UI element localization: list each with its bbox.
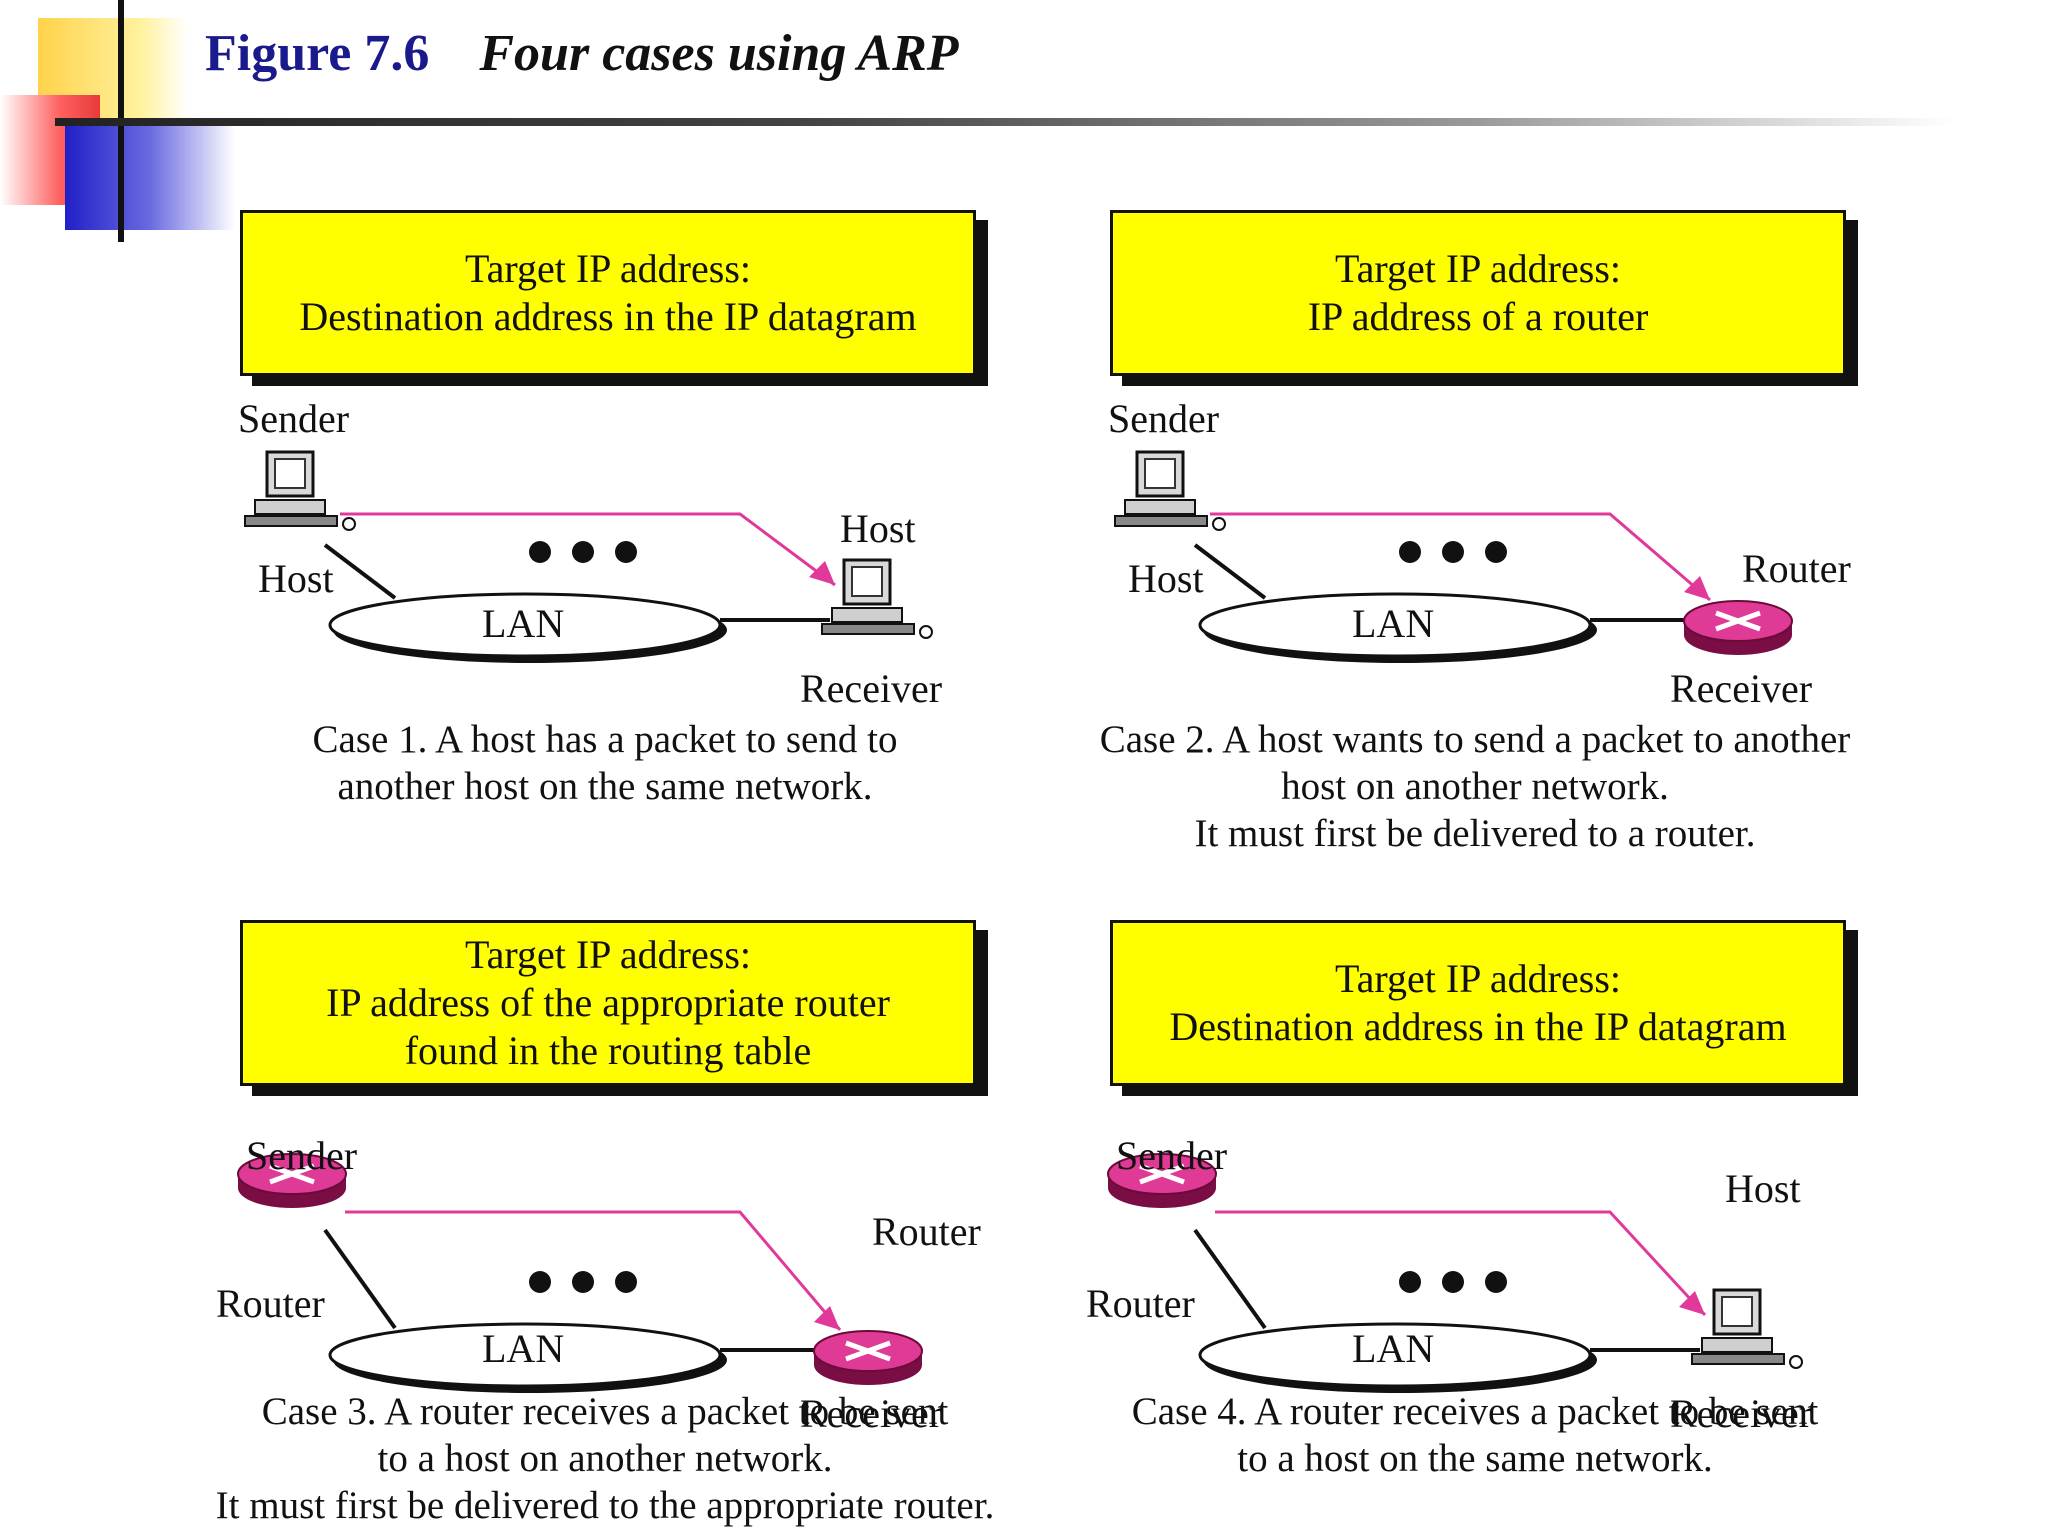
arp-path-arrow [1215, 1210, 1707, 1317]
lan-ellipse [1198, 592, 1592, 658]
ellipsis-dot [1442, 1271, 1464, 1293]
target-ip-line: Target IP address: [1334, 956, 1621, 1001]
ellipsis-dot [615, 1271, 637, 1293]
target-ip-box: Target IP address:IP address of a router [1110, 210, 1846, 376]
lan-label: LAN [1352, 601, 1435, 646]
sender-role-label: Router [216, 1281, 325, 1326]
case-caption: Case 4. A router receives a packet to be… [1065, 1388, 1885, 1482]
target-ip-line: IP address of a router [1307, 294, 1649, 339]
router-icon [813, 1330, 923, 1385]
receiver-top-label: Host [840, 506, 916, 551]
ellipsis-dot [1485, 1271, 1507, 1293]
sender-label: Sender [246, 1133, 358, 1178]
case-panel-3: Target IP address:IP address of the appr… [0, 720, 1000, 1527]
target-ip-line: Destination address in the IP datagram [299, 294, 917, 339]
figure-caption: Four cases using ARP [479, 25, 959, 82]
target-ip-line: IP address of the appropriate router [326, 980, 890, 1025]
target-ip-line: Destination address in the IP datagram [1169, 1004, 1787, 1049]
case-caption: Case 3. A router receives a packet to be… [165, 1388, 1045, 1529]
router-icon [1683, 600, 1793, 655]
caption-line: Case 2. A host wants to send a packet to… [1099, 718, 1851, 761]
lan-label: LAN [1352, 1326, 1435, 1371]
sender-label: Sender [1116, 1133, 1228, 1178]
caption-line: It must first be delivered to a router. [1194, 812, 1756, 855]
computer-icon [1691, 1288, 1803, 1369]
target-ip-line: found in the routing table [404, 1028, 812, 1073]
receiver-top-label: Router [1742, 546, 1851, 591]
arp-path-arrow [1210, 512, 1711, 602]
ellipsis-dot [1442, 541, 1464, 563]
computer-icon [821, 558, 933, 639]
router-icon [1107, 1153, 1217, 1208]
ellipsis-dot [572, 1271, 594, 1293]
caption-line: Case 3. A router receives a packet to be… [261, 1390, 949, 1433]
lan-ellipse [328, 1322, 722, 1388]
figure-number: Figure 7.6 [205, 25, 430, 82]
caption-line: host on another network. [1281, 765, 1669, 808]
ellipsis-dot [572, 541, 594, 563]
caption-line: Case 1. A host has a packet to send to [312, 718, 898, 761]
target-ip-box: Target IP address:Destination address in… [240, 210, 976, 376]
network-diagram [1114, 450, 1793, 663]
case-caption: Case 2. A host wants to send a packet to… [1065, 716, 1885, 857]
case-panel-1: Target IP address:Destination address in… [0, 0, 1000, 808]
lan-label: LAN [482, 1326, 565, 1371]
ellipsis-dot [1399, 541, 1421, 563]
network-diagram [237, 1153, 923, 1393]
arp-path-arrow [340, 512, 836, 587]
ellipsis-dot [1399, 1271, 1421, 1293]
target-ip-box: Target IP address:IP address of the appr… [240, 920, 976, 1086]
receiver-label: Receiver [1670, 1391, 1813, 1436]
case-panel-2: Target IP address:IP address of a router… [870, 0, 1870, 855]
target-ip-line: Target IP address: [1334, 246, 1621, 291]
arrow-head [1684, 576, 1710, 600]
router-icon [237, 1153, 347, 1208]
network-diagram [1107, 1153, 1803, 1393]
sender-link [1193, 543, 1267, 600]
ellipsis-dot [615, 541, 637, 563]
receiver-top-label: Host [1725, 1166, 1801, 1211]
ellipsis-dot [1485, 541, 1507, 563]
lan-ellipse [1198, 1322, 1592, 1388]
receiver-label: Receiver [800, 1391, 943, 1436]
computer-icon [1114, 450, 1226, 531]
arrow-head [809, 561, 835, 585]
sender-role-label: Host [258, 556, 334, 601]
caption-line: another host on the same network. [337, 765, 873, 808]
arp-path-arrow [345, 1210, 842, 1331]
network-diagram [244, 450, 933, 663]
case-panel-4: Target IP address:Destination address in… [870, 720, 1870, 1480]
figure-title: Figure 7.6 Four cases using ARP [205, 24, 959, 83]
caption-line: Case 4. A router receives a packet to be… [1131, 1390, 1819, 1433]
caption-line: to a host on another network. [377, 1437, 833, 1480]
computer-icon [244, 450, 356, 531]
ellipsis-dot [529, 1271, 551, 1293]
sender-label: Sender [1108, 396, 1220, 441]
target-ip-box: Target IP address:Destination address in… [1110, 920, 1846, 1086]
sender-label: Sender [238, 396, 350, 441]
sender-link [1193, 1228, 1267, 1330]
ellipsis-dot [529, 541, 551, 563]
target-ip-line: Target IP address: [464, 246, 751, 291]
lan-label: LAN [482, 601, 565, 646]
arrow-head [1679, 1291, 1705, 1315]
lan-ellipse [328, 592, 722, 658]
caption-line: to a host on the same network. [1237, 1437, 1713, 1480]
sender-link [323, 1228, 397, 1330]
sender-role-label: Router [1086, 1281, 1195, 1326]
receiver-label: Receiver [800, 666, 943, 711]
decor-blue-square [65, 125, 235, 230]
receiver-label: Receiver [1670, 666, 1813, 711]
sender-link [323, 543, 397, 600]
sender-role-label: Host [1128, 556, 1204, 601]
target-ip-line: Target IP address: [464, 932, 751, 977]
receiver-top-label: Router [872, 1209, 981, 1254]
caption-line: It must first be delivered to the approp… [215, 1484, 995, 1527]
title-rule [55, 118, 1955, 126]
arrow-head [814, 1306, 840, 1330]
